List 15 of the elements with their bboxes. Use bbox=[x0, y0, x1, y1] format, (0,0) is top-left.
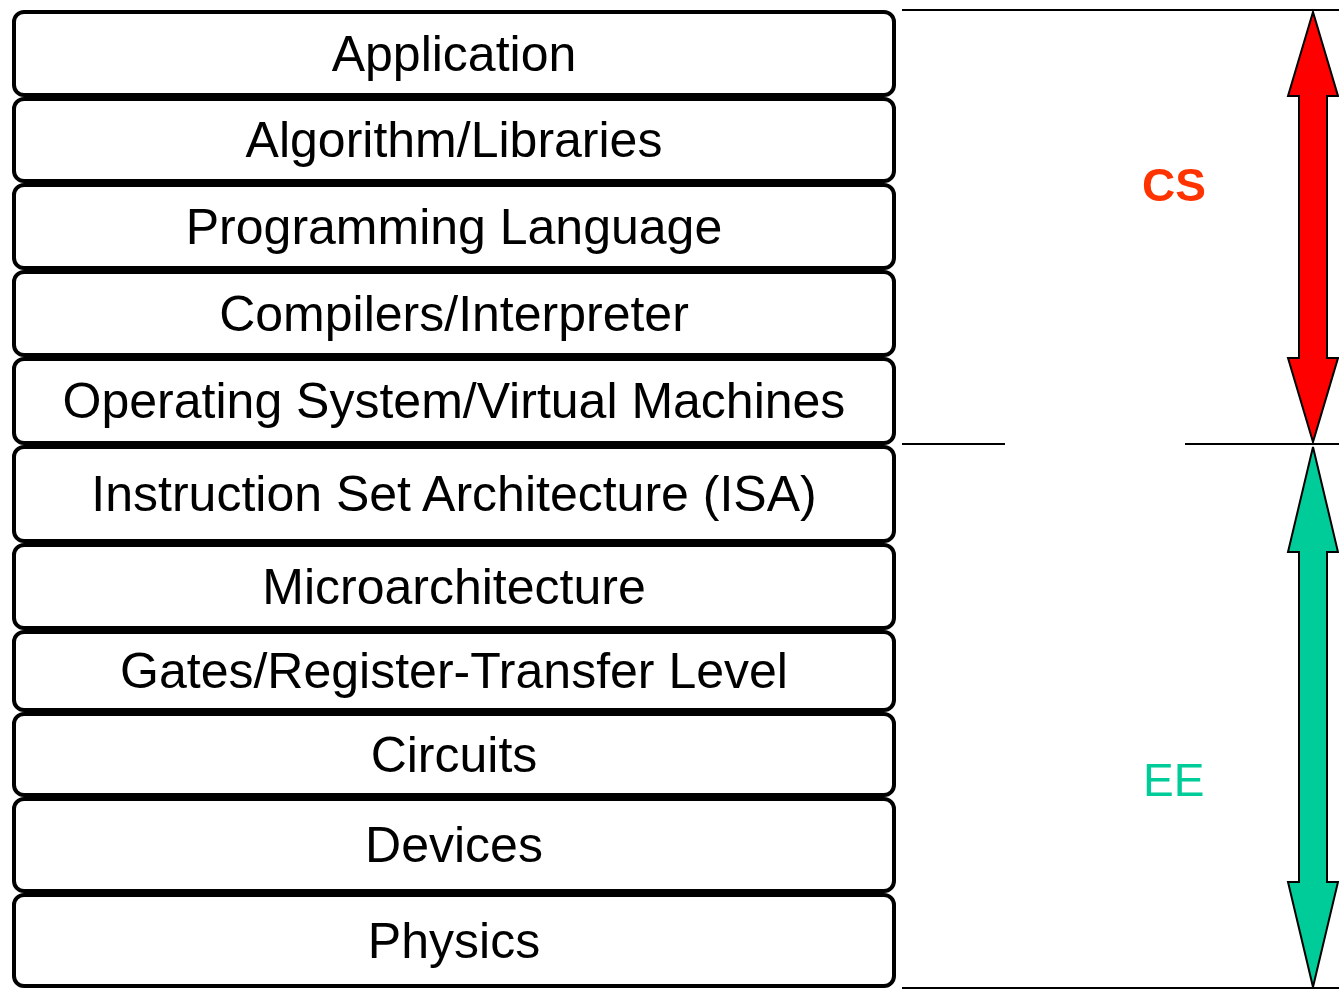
layer-name: Gates/Register-Transfer Level bbox=[120, 642, 788, 700]
layer-name: Application bbox=[331, 24, 577, 83]
layer-name: Programming Language bbox=[185, 197, 723, 256]
layer-name: Compilers/Interpreter bbox=[219, 284, 689, 343]
layer-box bbox=[12, 10, 896, 97]
layer-name: Circuits bbox=[370, 725, 538, 784]
layer-name: Devices bbox=[365, 816, 543, 874]
layer-name: Microarchitecture bbox=[262, 557, 646, 616]
range-label: CS bbox=[1142, 158, 1206, 212]
range-label: EE bbox=[1143, 753, 1205, 807]
layer-name: Operating System/Virtual Machines bbox=[62, 372, 846, 430]
layer-box bbox=[12, 893, 896, 988]
layer-name: Algorithm/Libraries bbox=[245, 111, 663, 169]
layer-name: Instruction Set Architecture (ISA) bbox=[91, 465, 817, 523]
layer-name: Physics bbox=[367, 911, 541, 970]
